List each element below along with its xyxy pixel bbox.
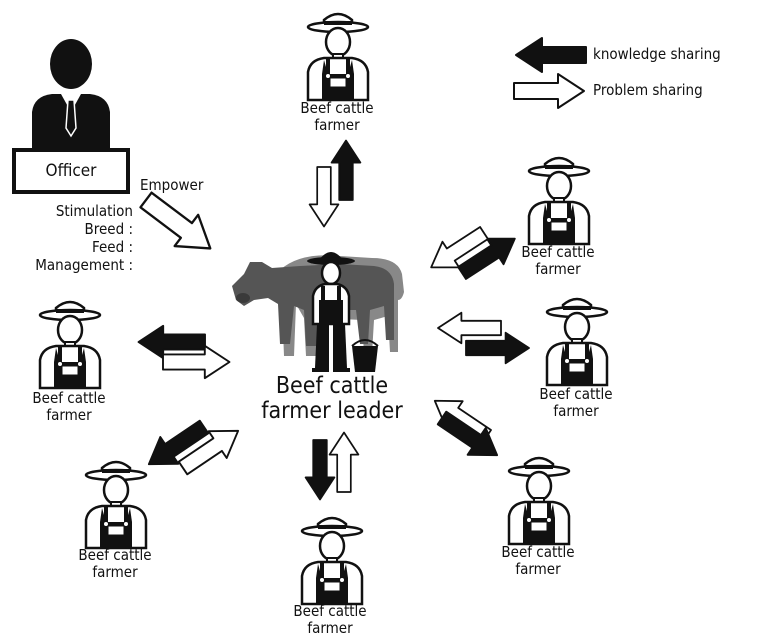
- farmer-icon-left-lower: [84, 460, 148, 550]
- farmer-label-line2: farmer: [515, 560, 561, 578]
- knowledge-arrow-right-lower: [432, 403, 508, 470]
- officer-item-breed: Breed :: [84, 220, 134, 238]
- farmer-label-line1: Beef cattle: [78, 546, 152, 564]
- empower-arrow: [133, 183, 224, 266]
- legend-problem-arrow: [513, 73, 585, 109]
- knowledge-arrow-top: [330, 139, 362, 201]
- officer-item-stimulation: Stimulation: [55, 202, 133, 220]
- farmer-label-line2: farmer: [92, 563, 138, 581]
- officer-item-feed: Feed :: [92, 238, 133, 256]
- officer-item-management: Management :: [35, 256, 133, 274]
- problem-arrow-left-middle: [162, 344, 231, 380]
- officer-items: Stimulation Breed : Feed : Management :: [35, 202, 133, 274]
- farmer-icon-right-middle: [545, 297, 609, 387]
- farmer-label-line1: Beef cattle: [539, 385, 613, 403]
- leader-label-line1: Beef cattle: [275, 373, 389, 399]
- empower-label: Empower: [140, 176, 204, 194]
- farmer-icon-top: [306, 12, 370, 102]
- officer-label: Officer: [45, 161, 97, 181]
- problem-arrow-top: [308, 166, 340, 228]
- farmer-label-line1: Beef cattle: [32, 389, 106, 407]
- problem-arrow-right-middle: [437, 311, 502, 345]
- farmer-label-line1: Beef cattle: [300, 99, 374, 117]
- knowledge-arrow-left-middle: [137, 324, 206, 360]
- knowledge-arrow-right-middle: [465, 331, 530, 365]
- farmer-icon-bottom: [300, 516, 364, 606]
- farmer-label-line1: Beef cattle: [293, 602, 367, 620]
- farmer-label-line2: farmer: [535, 260, 581, 278]
- knowledge-arrow-bottom: [304, 439, 336, 501]
- farmer-label-line2: farmer: [553, 402, 599, 420]
- farmer-icon-right-lower: [507, 456, 571, 546]
- leader-farmer-icon: [307, 252, 355, 372]
- leader-label-line2: farmer leader: [261, 398, 403, 424]
- problem-arrow-bottom: [328, 431, 360, 493]
- farmer-icon-right-upper: [527, 156, 591, 246]
- problem-arrow-right-upper: [421, 219, 494, 282]
- officer-icon: [32, 39, 110, 148]
- legend-problem-label: Problem sharing: [593, 81, 703, 99]
- farmer-label-line1: Beef cattle: [521, 243, 595, 261]
- farmer-label-line1: Beef cattle: [501, 543, 575, 561]
- farmer-label-line2: farmer: [46, 406, 92, 424]
- legend-knowledge-arrow: [515, 37, 587, 73]
- farmer-label-line2: farmer: [307, 619, 353, 637]
- farmer-icon-left-middle: [38, 300, 102, 390]
- legend-knowledge-label: knowledge sharing: [593, 45, 721, 63]
- officer-label-box: Officer: [12, 148, 130, 194]
- farmer-label-line2: farmer: [314, 116, 360, 134]
- leader-label: Beef cattle farmer leader: [232, 374, 432, 424]
